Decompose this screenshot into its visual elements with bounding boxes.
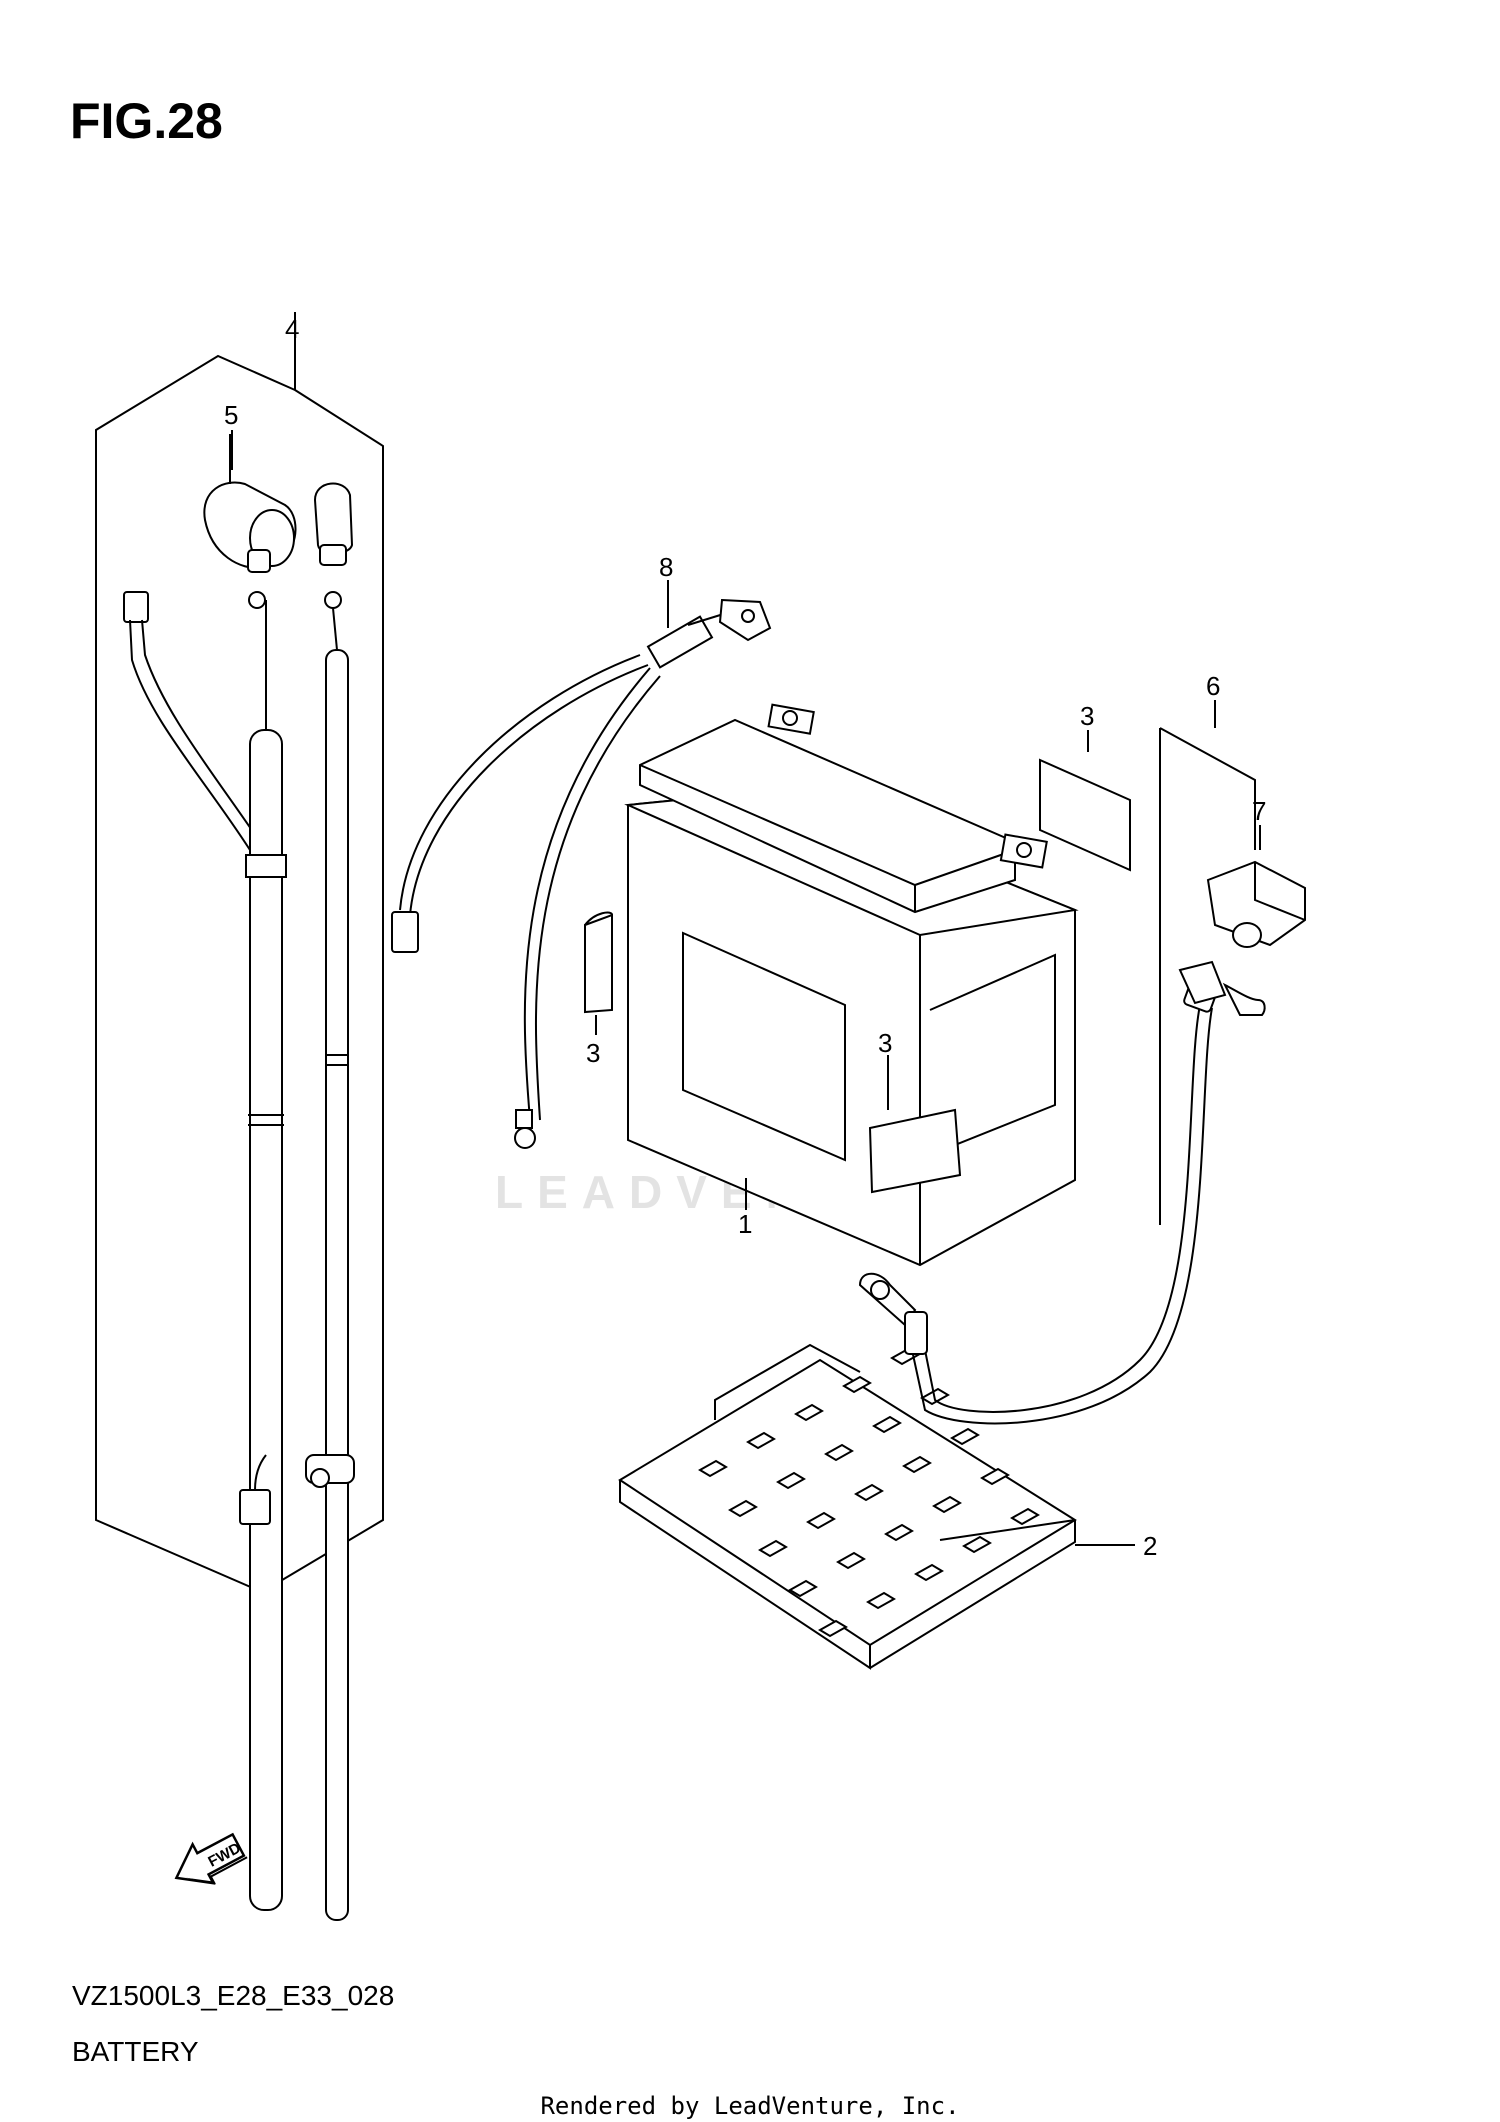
tray-slot bbox=[872, 1415, 902, 1434]
diagram-name: BATTERY bbox=[72, 2036, 199, 2067]
part-3-pad-top bbox=[1039, 758, 1131, 872]
terminal-cover bbox=[313, 482, 354, 566]
tray-slot bbox=[788, 1579, 818, 1598]
tray-slot bbox=[866, 1591, 896, 1610]
callout-5: 5 bbox=[224, 400, 238, 430]
tray-slot bbox=[776, 1471, 806, 1490]
tray-slot bbox=[698, 1459, 728, 1478]
callout-3-left: 3 bbox=[586, 1038, 600, 1068]
tray-slot bbox=[818, 1619, 848, 1638]
tray-slot bbox=[914, 1563, 944, 1582]
tray-slot bbox=[794, 1403, 824, 1422]
tray-slot bbox=[932, 1495, 962, 1514]
callout-1: 1 bbox=[738, 1209, 752, 1239]
part-3-pad-front bbox=[868, 1108, 962, 1194]
callout-2: 2 bbox=[1143, 1531, 1157, 1561]
callout-4: 4 bbox=[285, 314, 299, 344]
kit-6-outline bbox=[1159, 727, 1256, 1225]
footer-credit: Rendered by LeadVenture, Inc. bbox=[540, 2092, 960, 2120]
tray-slot bbox=[758, 1539, 788, 1558]
tray-slot bbox=[842, 1375, 872, 1394]
part-5-cap bbox=[203, 434, 297, 573]
callout-7: 7 bbox=[1252, 796, 1266, 826]
leader-lines bbox=[231, 430, 1261, 1546]
tray-slot bbox=[962, 1535, 992, 1554]
tray-slot bbox=[746, 1431, 776, 1450]
callout-8: 8 bbox=[659, 552, 673, 582]
tray-slot bbox=[980, 1467, 1010, 1486]
tray-slot bbox=[884, 1523, 914, 1542]
part-2-tray bbox=[618, 1343, 1077, 1670]
kit-4-harness bbox=[123, 591, 355, 1921]
callout-3-front: 3 bbox=[878, 1028, 892, 1058]
part-3-pad-left bbox=[584, 911, 613, 1014]
tray-slot bbox=[950, 1427, 980, 1446]
callout-3-top: 3 bbox=[1080, 701, 1094, 731]
tray-slot bbox=[1010, 1507, 1040, 1526]
part-8-cable bbox=[391, 598, 772, 1149]
tray-slot bbox=[902, 1455, 932, 1474]
fwd-arrow-icon: FWD bbox=[174, 1832, 248, 1885]
tray-slot bbox=[806, 1511, 836, 1530]
tray-slot bbox=[854, 1483, 884, 1502]
tray-slot bbox=[728, 1499, 758, 1518]
part-6-ground-cable bbox=[858, 960, 1266, 1425]
callout-6: 6 bbox=[1206, 671, 1220, 701]
kit-4-outline bbox=[95, 312, 384, 1594]
figure-title: FIG.28 bbox=[70, 93, 223, 149]
tray-slot bbox=[824, 1443, 854, 1462]
tray-slot bbox=[836, 1551, 866, 1570]
diagram-code: VZ1500L3_E28_E33_028 bbox=[72, 1980, 395, 2011]
part-1-battery bbox=[624, 703, 1079, 1267]
part-7-terminal-cover bbox=[1206, 860, 1306, 948]
